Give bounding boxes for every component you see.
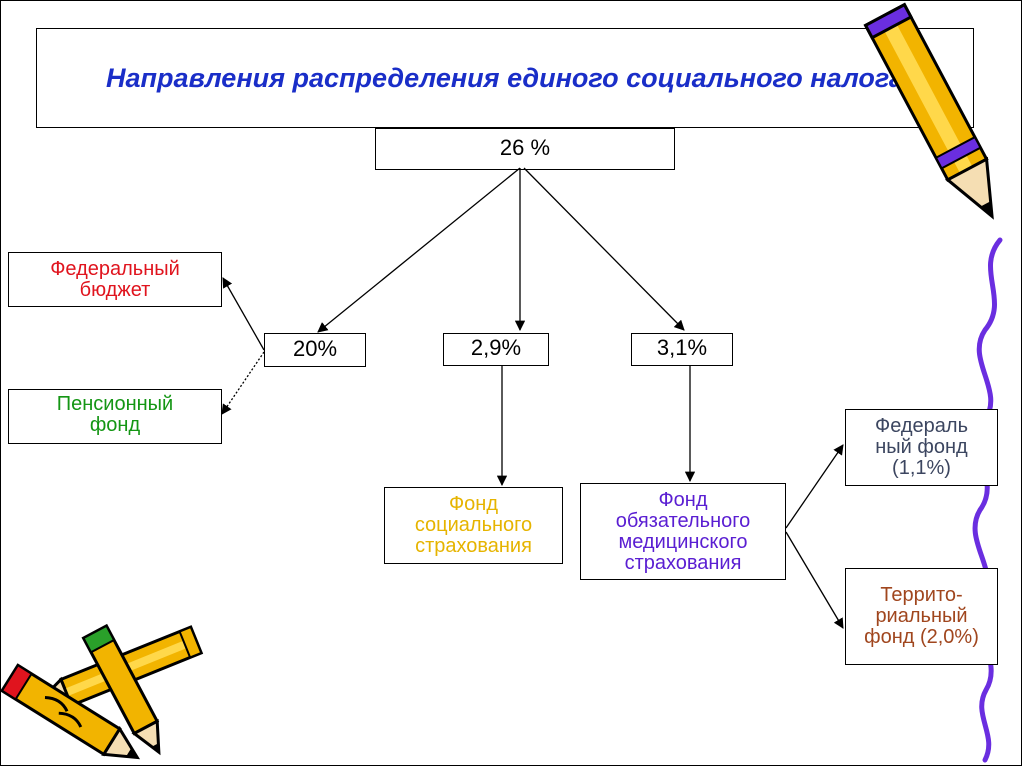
arrow-to-3-1	[523, 167, 685, 331]
arrow-to-federal-budget	[222, 277, 265, 351]
arrow-to-20	[317, 167, 521, 333]
federal-fund-box: Федераль ный фонд (1,1%)	[845, 409, 998, 486]
federal-fund-label: Федераль ный фонд (1,1%)	[874, 415, 969, 479]
federal-budget-box: Федеральный бюджет	[8, 252, 222, 307]
territorial-fund-label: Террито- риальный фонд (2,0%)	[864, 584, 979, 648]
share-label-20: 20%	[292, 336, 338, 361]
share-box-20: 20%	[264, 333, 366, 367]
share-box-2-9: 2,9%	[443, 333, 549, 366]
arrow-to-federal-fund	[785, 444, 844, 529]
share-box-3-1: 3,1%	[631, 333, 733, 366]
arrow-to-territorial-fund	[785, 531, 844, 629]
page-title: Направления распределения единого социал…	[36, 28, 974, 128]
pension-fund-box: Пенсионный фонд	[8, 389, 222, 444]
total-rate-label: 26 %	[499, 135, 551, 160]
pension-fund-label: Пенсионный фонд	[56, 393, 174, 436]
medical-insurance-fund-label: Фонд обязательного медицинского страхова…	[615, 488, 751, 574]
federal-budget-label: Федеральный бюджет	[50, 258, 180, 301]
share-label-2-9: 2,9%	[470, 335, 522, 360]
social-insurance-fund-label: Фонд социального страхования	[414, 493, 533, 557]
medical-insurance-fund-box: Фонд обязательного медицинского страхова…	[580, 483, 786, 580]
arrow-to-pension-fund	[221, 351, 265, 415]
share-label-3-1: 3,1%	[656, 335, 708, 360]
page-title-text: Направления распределения единого социал…	[106, 62, 904, 93]
territorial-fund-box: Террито- риальный фонд (2,0%)	[845, 568, 998, 665]
social-insurance-fund-box: Фонд социального страхования	[384, 487, 563, 564]
